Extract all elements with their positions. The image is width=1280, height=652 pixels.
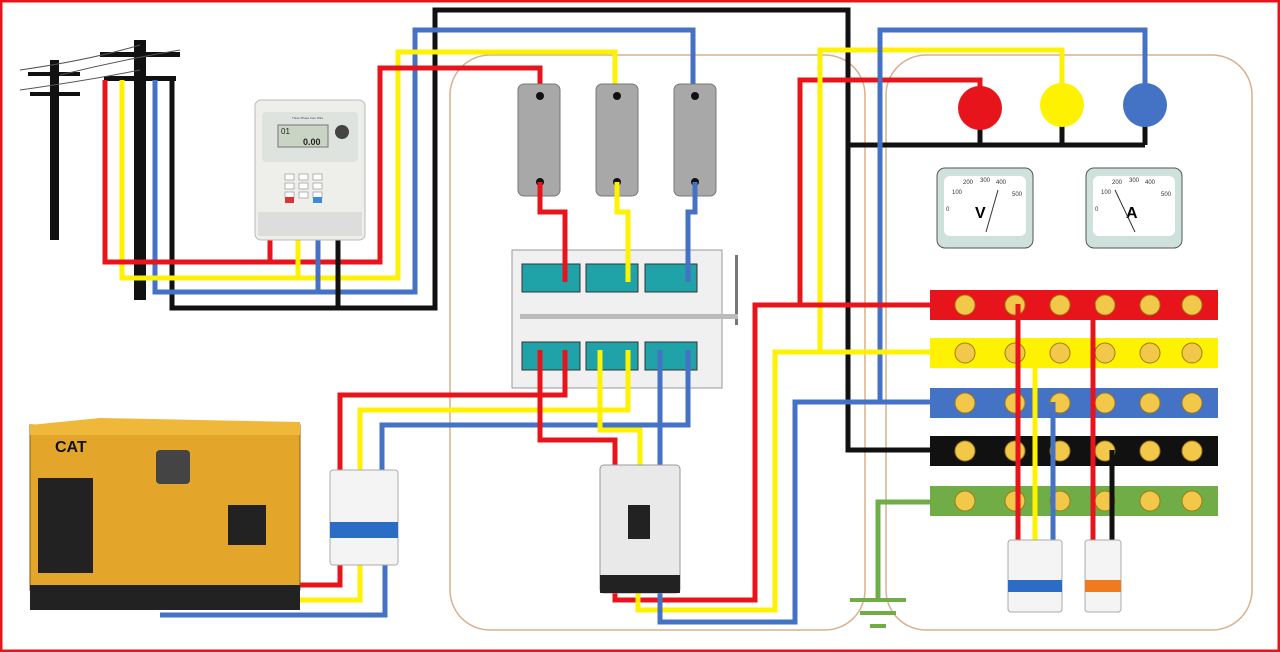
earth-symbol xyxy=(850,598,906,628)
svg-text:300: 300 xyxy=(980,178,991,184)
busbar-screw xyxy=(1049,342,1071,364)
busbar-screw xyxy=(1139,440,1161,462)
meter-title: Three Phase Four Wire xyxy=(292,116,324,120)
generator: CAT xyxy=(29,418,301,610)
busbar-screw xyxy=(954,294,976,316)
busbar-screw xyxy=(1004,440,1026,462)
busbar-screw xyxy=(1181,440,1203,462)
changeover-switch xyxy=(511,249,738,389)
svg-text:0: 0 xyxy=(1095,207,1099,213)
busbar-screw xyxy=(1181,342,1203,364)
busbar-screw xyxy=(954,392,976,414)
meter-display-top: 01 xyxy=(281,127,290,136)
busbar-screw xyxy=(954,440,976,462)
generator-brand: CAT xyxy=(55,439,87,456)
fuse-holders xyxy=(517,83,717,197)
busbar-screw xyxy=(1181,490,1203,512)
outgoing-wires xyxy=(875,304,1115,600)
busbar-screw xyxy=(1139,294,1161,316)
utility-poles xyxy=(19,40,181,300)
svg-text:0: 0 xyxy=(946,207,950,213)
voltmeter-unit: V xyxy=(975,205,986,222)
svg-text:300: 300 xyxy=(1129,178,1140,184)
busbar-screw xyxy=(1139,392,1161,414)
busbar-screw xyxy=(1049,294,1071,316)
busbar-5 xyxy=(930,486,1218,516)
energy-meter: 01 0.00 Three Phase Four Wire xyxy=(254,99,366,241)
mains-wires xyxy=(102,7,1148,453)
busbar-screw xyxy=(1094,392,1116,414)
indicator-lamps xyxy=(958,83,1167,130)
distribution-panel xyxy=(885,54,1253,631)
outgoing-3-pole-mcb xyxy=(1007,539,1063,613)
busbar-1 xyxy=(930,290,1218,320)
busbar-screw xyxy=(1181,392,1203,414)
svg-text:400: 400 xyxy=(1145,180,1156,186)
busbar-screw xyxy=(1094,294,1116,316)
busbar-screw xyxy=(1004,392,1026,414)
busbar-screw xyxy=(954,342,976,364)
busbar-screw xyxy=(1094,342,1116,364)
meter-display-value: 0.00 xyxy=(303,137,321,147)
busbar-2 xyxy=(930,338,1218,368)
changeover-panel xyxy=(449,54,866,631)
ammeter-unit: A xyxy=(1126,205,1138,222)
voltmeter: V 0 100 200 300 400 500 xyxy=(936,167,1034,249)
outgoing-2-pole-mcb xyxy=(1084,539,1122,613)
busbar-4 xyxy=(930,436,1218,466)
lamp-l3 xyxy=(1123,83,1167,127)
busbar-screw xyxy=(1139,490,1161,512)
svg-text:200: 200 xyxy=(1112,180,1123,186)
busbar-3 xyxy=(930,388,1218,418)
mccb-breaker xyxy=(599,464,681,594)
changeover-wires xyxy=(160,182,930,625)
busbar-screw xyxy=(1181,294,1203,316)
generator-mcb xyxy=(329,469,399,566)
busbar-screw xyxy=(1004,294,1026,316)
busbar-screw xyxy=(1004,490,1026,512)
ammeter: A 0 100 200 300 400 500 xyxy=(1085,167,1183,249)
svg-text:100: 100 xyxy=(1101,190,1112,196)
busbar-screw xyxy=(1004,342,1026,364)
svg-text:500: 500 xyxy=(1012,192,1023,198)
busbar-screw xyxy=(1139,342,1161,364)
svg-text:200: 200 xyxy=(963,180,974,186)
busbar-screw xyxy=(954,490,976,512)
svg-text:100: 100 xyxy=(952,190,963,196)
lamp-l2 xyxy=(1040,83,1084,127)
svg-text:400: 400 xyxy=(996,180,1007,186)
lamp-l1 xyxy=(958,86,1002,130)
busbars xyxy=(930,290,1218,516)
svg-text:500: 500 xyxy=(1161,192,1172,198)
